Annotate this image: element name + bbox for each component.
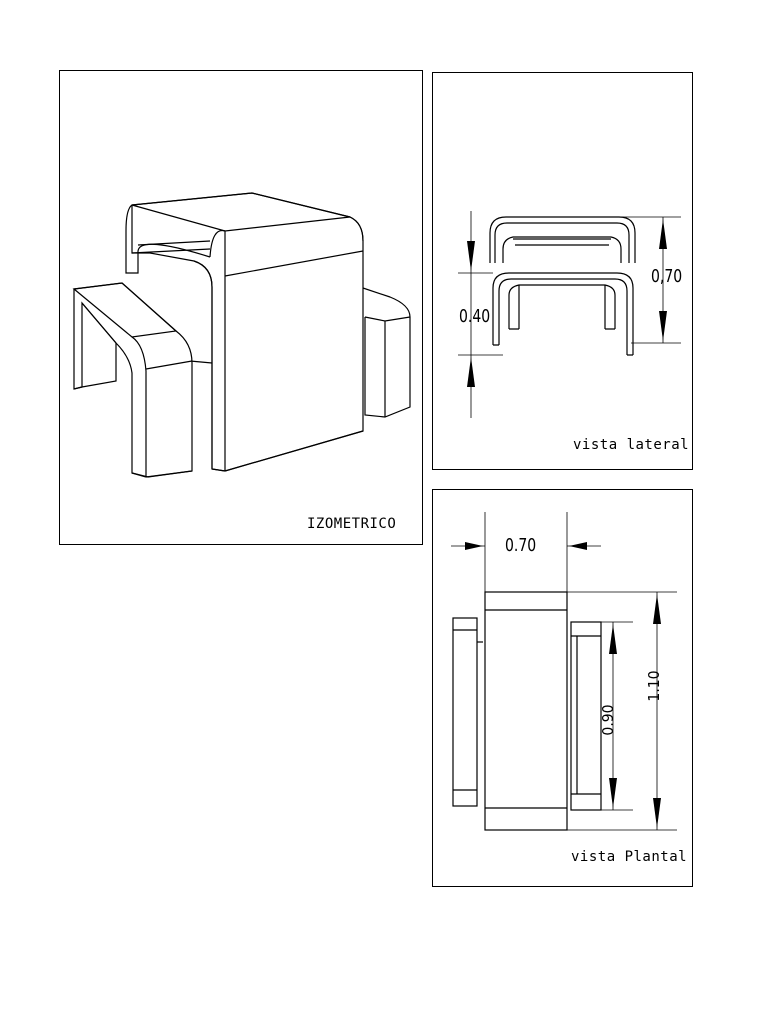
side-view-drawing [458, 211, 681, 418]
dim-bench-length [601, 621, 633, 811]
dim-bench-height-label: 0.40 [459, 307, 491, 327]
plan-view-drawing [451, 512, 677, 831]
isometric-label: IZOMETRICO [307, 516, 397, 532]
bench-side-profile [492, 272, 634, 356]
plan-view-label: vista Plantal [571, 849, 688, 865]
side-view-label: vista lateral [573, 437, 690, 453]
dim-bench-height [458, 211, 503, 418]
dim-bench-length-label: 0.90 [599, 704, 618, 736]
dim-table-length-label: 1.10 [645, 670, 664, 702]
dim-table-length [567, 591, 677, 831]
dim-total-height [619, 216, 681, 344]
left-bench-plan [452, 617, 483, 807]
table-side-profile [489, 216, 636, 263]
dim-table-width [451, 512, 601, 592]
left-bench [72, 282, 193, 478]
right-bench-plan [570, 621, 602, 811]
isometric-drawing [72, 192, 411, 478]
dim-table-width-label: 0.70 [505, 536, 537, 556]
plan-view-panel: 0.70 1.10 0.90 vista Plantal [432, 489, 693, 887]
dim-total-height-label: 0,70 [651, 267, 683, 287]
table-plan [484, 591, 568, 831]
table [125, 192, 364, 472]
isometric-view-panel: IZOMETRICO [59, 70, 423, 545]
side-view-panel: 0,70 0.40 vista lateral [432, 72, 693, 470]
right-bench [359, 286, 411, 418]
